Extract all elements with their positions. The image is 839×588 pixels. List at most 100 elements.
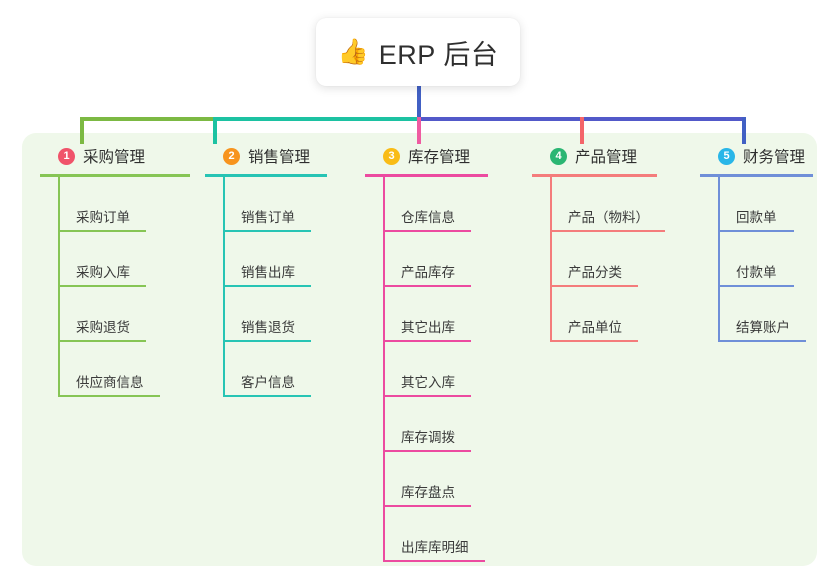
diagram-panel xyxy=(22,133,817,566)
connector-stub-3 xyxy=(417,117,421,144)
branch-number-badge: 4 xyxy=(550,147,567,165)
branch-items: 销售订单销售出库销售退货客户信息 xyxy=(223,177,327,397)
branch-item-underline xyxy=(383,395,471,397)
branch-spine xyxy=(58,177,60,397)
branch-item[interactable]: 产品（物料） xyxy=(550,177,665,232)
branch-item-label: 采购退货 xyxy=(76,320,130,335)
connector-bus-segment xyxy=(213,117,419,121)
branch-item-underline xyxy=(58,285,146,287)
branch-item-label: 其它入库 xyxy=(401,375,455,390)
branch-items: 回款单付款单结算账户 xyxy=(718,177,813,342)
branch-item[interactable]: 销售订单 xyxy=(223,177,327,232)
branch-item-underline xyxy=(383,340,471,342)
branch-item-underline xyxy=(223,230,311,232)
branch-item-label: 出库库明细 xyxy=(401,540,469,555)
branch-items: 产品（物料） 产品分类产品单位 xyxy=(550,177,665,342)
branch-item[interactable]: 仓库信息 xyxy=(383,177,488,232)
branch-item-label: 仓库信息 xyxy=(401,210,455,225)
branch-number-badge: 5 xyxy=(718,147,735,165)
branch-title: 销售管理 xyxy=(248,149,311,166)
branch-item[interactable]: 产品库存 xyxy=(383,232,488,287)
branch-item-label: 销售出库 xyxy=(241,265,295,280)
branch-item[interactable]: 采购订单 xyxy=(58,177,190,232)
branch-item-label: 库存调拨 xyxy=(401,430,455,445)
branch-item-label: 采购订单 xyxy=(76,210,130,225)
branch-spine xyxy=(383,177,385,562)
branch-header-3[interactable]: 3 库存管理 xyxy=(365,144,488,168)
branch-item-underline xyxy=(718,230,794,232)
branch-item-label: 结算账户 xyxy=(736,320,790,335)
branch-item-underline xyxy=(383,450,471,452)
branch-item[interactable]: 库存调拨 xyxy=(383,397,488,452)
branch-number-badge: 3 xyxy=(383,147,400,165)
branch-item[interactable]: 回款单 xyxy=(718,177,813,232)
branch-item-underline xyxy=(550,230,665,232)
branch-item-label: 产品库存 xyxy=(401,265,455,280)
root-node-card[interactable]: 👍 ERP 后台 xyxy=(316,18,520,86)
branch-item-label: 供应商信息 xyxy=(76,375,144,390)
branch-item[interactable]: 采购退货 xyxy=(58,287,190,342)
branch-item-label: 产品单位 xyxy=(568,320,622,335)
branch-item[interactable]: 销售出库 xyxy=(223,232,327,287)
branch-items: 采购订单采购入库采购退货供应商信息 xyxy=(58,177,190,397)
branch-item-underline xyxy=(58,395,160,397)
branch-item[interactable]: 付款单 xyxy=(718,232,813,287)
branch-title: 产品管理 xyxy=(575,149,638,166)
branch-item-underline xyxy=(223,285,311,287)
branch-item[interactable]: 结算账户 xyxy=(718,287,813,342)
branch-column-2: 2 销售管理销售订单销售出库销售退货客户信息 xyxy=(205,144,327,397)
branch-item-underline xyxy=(718,285,794,287)
connector-bus-segment xyxy=(80,117,213,121)
branch-item[interactable]: 销售退货 xyxy=(223,287,327,342)
thumbs-up-icon: 👍 xyxy=(337,37,369,66)
branch-item[interactable]: 其它出库 xyxy=(383,287,488,342)
branch-item-label: 采购入库 xyxy=(76,265,130,280)
branch-spine xyxy=(223,177,225,397)
branch-item[interactable]: 供应商信息 xyxy=(58,342,190,397)
branch-header-4[interactable]: 4 产品管理 xyxy=(532,144,657,168)
branch-item-label: 产品（物料） xyxy=(568,210,649,225)
branch-item[interactable]: 客户信息 xyxy=(223,342,327,397)
branch-underline xyxy=(40,174,190,177)
branch-number-badge: 2 xyxy=(223,147,240,165)
branch-item-underline xyxy=(58,230,146,232)
branch-item-label: 库存盘点 xyxy=(401,485,455,500)
root-node-title: ERP 后台 xyxy=(378,39,499,70)
branch-underline xyxy=(532,174,657,177)
branch-item[interactable]: 出库库明细 xyxy=(383,507,488,562)
branch-item-label: 销售退货 xyxy=(241,320,295,335)
branch-underline xyxy=(700,174,813,177)
branch-underline xyxy=(365,174,488,177)
branch-item[interactable]: 产品分类 xyxy=(550,232,657,287)
branch-item-label: 销售订单 xyxy=(241,210,295,225)
branch-item-underline xyxy=(550,285,638,287)
branch-item-label: 付款单 xyxy=(736,265,777,280)
connector-stub-4 xyxy=(580,117,584,144)
branch-item[interactable]: 其它入库 xyxy=(383,342,488,397)
branch-item[interactable]: 库存盘点 xyxy=(383,452,488,507)
branch-spine xyxy=(718,177,720,342)
branch-title: 采购管理 xyxy=(83,149,146,166)
branch-item-underline xyxy=(383,230,471,232)
branch-item-underline xyxy=(718,340,806,342)
branch-item-underline xyxy=(383,285,471,287)
branch-spine xyxy=(550,177,552,342)
branch-item-underline xyxy=(383,505,471,507)
branch-item-label: 产品分类 xyxy=(568,265,622,280)
branch-item[interactable]: 产品单位 xyxy=(550,287,657,342)
branch-item-underline xyxy=(223,340,311,342)
branch-item-label: 回款单 xyxy=(736,210,777,225)
connector-stub-5 xyxy=(742,117,746,144)
branch-items: 仓库信息产品库存其它出库其它入库库存调拨库存盘点出库库明细 xyxy=(383,177,488,562)
connector-stub-1 xyxy=(80,117,84,144)
branch-title: 库存管理 xyxy=(408,149,471,166)
branch-header-2[interactable]: 2 销售管理 xyxy=(205,144,327,168)
connector-root-drop xyxy=(417,86,421,118)
branch-item[interactable]: 采购入库 xyxy=(58,232,190,287)
branch-underline xyxy=(205,174,327,177)
branch-item-label: 客户信息 xyxy=(241,375,295,390)
